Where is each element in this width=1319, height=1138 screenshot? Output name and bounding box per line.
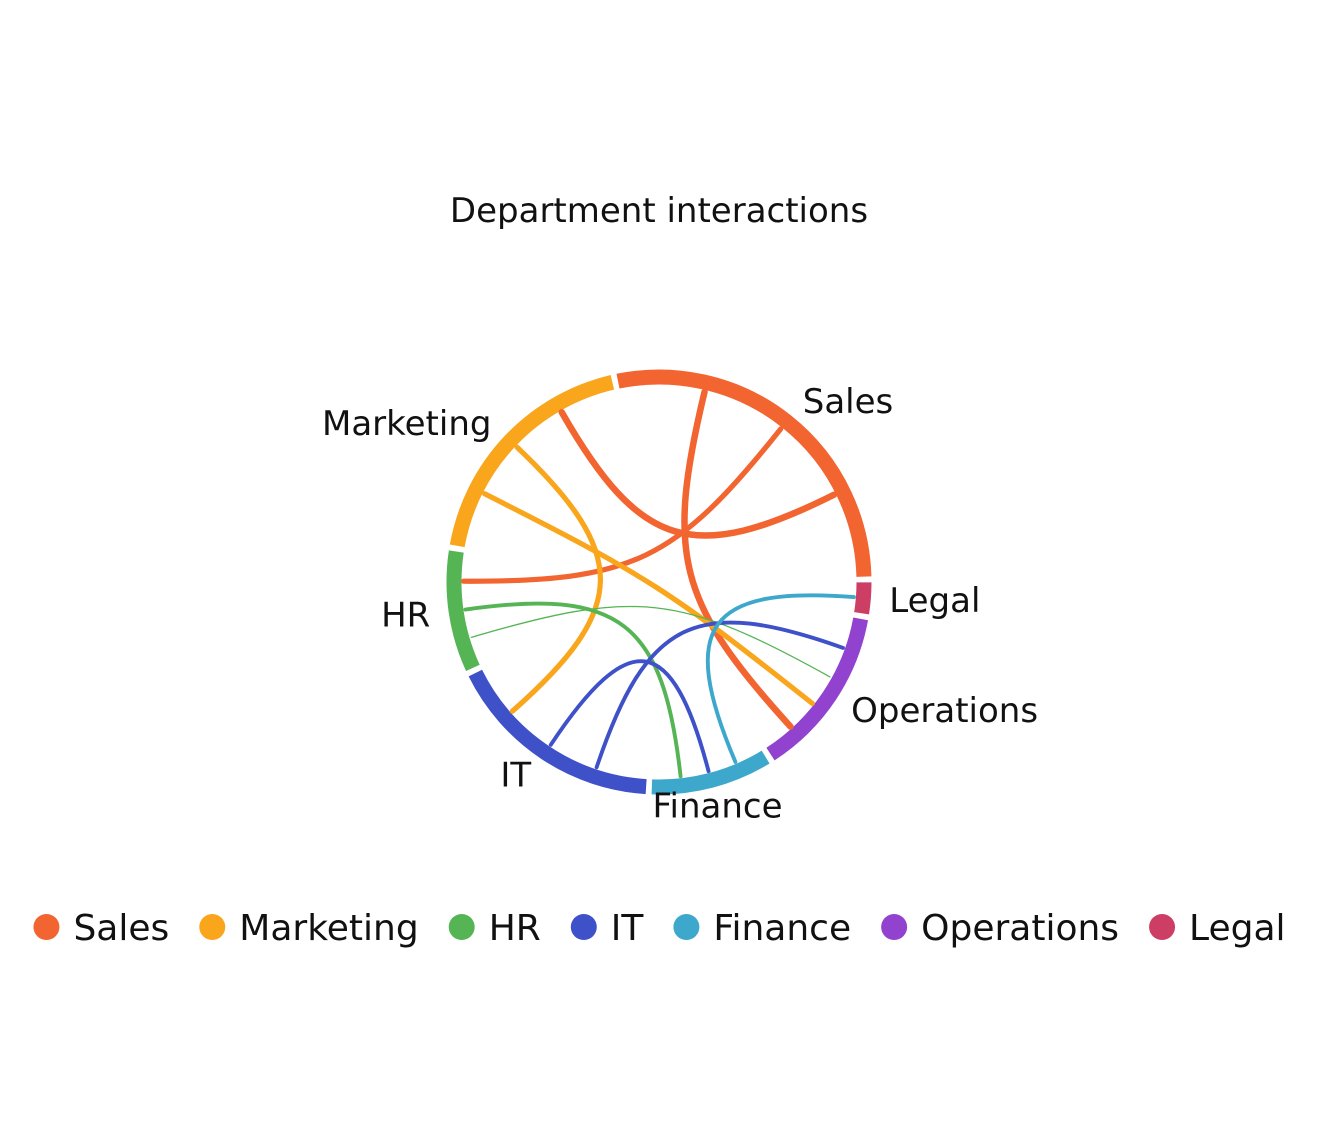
legend-marker-legal — [1149, 914, 1176, 940]
legend-label-finance: Finance — [713, 908, 851, 949]
node-label-sales: Sales — [803, 382, 894, 422]
legend-item-marketing[interactable]: Marketing — [199, 908, 419, 949]
arc-marketing — [449, 375, 615, 548]
arc-sales — [616, 369, 872, 577]
legend-marker-hr — [448, 914, 475, 940]
node-label-legal: Legal — [889, 581, 980, 621]
legend-item-it[interactable]: IT — [570, 908, 645, 949]
legend-label-sales: Sales — [73, 908, 169, 949]
legend-marker-finance — [673, 914, 700, 940]
chart-title: Department interactions — [450, 191, 868, 231]
link-hr-operations — [470, 605, 831, 678]
legend-marker-marketing — [199, 914, 226, 940]
arc-finance — [651, 750, 770, 795]
legend-label-hr: HR — [489, 908, 541, 949]
legend-label-it: IT — [611, 908, 645, 949]
legend-item-sales[interactable]: Sales — [33, 908, 169, 949]
link-hr-finance — [463, 601, 683, 779]
legend-label-marketing: Marketing — [239, 908, 418, 949]
legend-item-hr[interactable]: HR — [448, 908, 541, 949]
link-sales-hr — [460, 426, 784, 584]
arc-layer — [446, 369, 872, 795]
link-sales-operations — [681, 388, 794, 730]
legend-item-operations[interactable]: Operations — [881, 908, 1119, 949]
arc-legal — [854, 582, 872, 615]
link-marketing-operations — [481, 491, 815, 706]
arc-it — [468, 669, 647, 795]
link-layer — [460, 388, 856, 779]
node-label-operations: Operations — [851, 691, 1038, 731]
arc-operations — [766, 617, 869, 761]
link-it-operations — [594, 620, 845, 770]
legend-marker-it — [570, 914, 597, 940]
arc-hr — [446, 550, 480, 672]
legend-item-finance[interactable]: Finance — [673, 908, 851, 949]
legend-label-operations: Operations — [921, 908, 1119, 949]
node-label-hr: HR — [381, 596, 430, 636]
legend-marker-sales — [33, 914, 60, 940]
link-marketing-it — [509, 444, 603, 714]
node-label-finance: Finance — [652, 786, 782, 826]
link-it-finance — [548, 659, 711, 774]
legend-item-legal[interactable]: Legal — [1149, 908, 1286, 949]
legend-label-legal: Legal — [1189, 908, 1286, 949]
legend-marker-operations — [881, 914, 908, 940]
link-finance-legal — [705, 593, 856, 764]
legend: Sales Marketing HR IT Finance Operations Legal — [33, 908, 1286, 949]
node-label-marketing: Marketing — [322, 404, 491, 444]
link-sales-marketing — [558, 409, 838, 539]
node-label-it: IT — [500, 755, 531, 795]
